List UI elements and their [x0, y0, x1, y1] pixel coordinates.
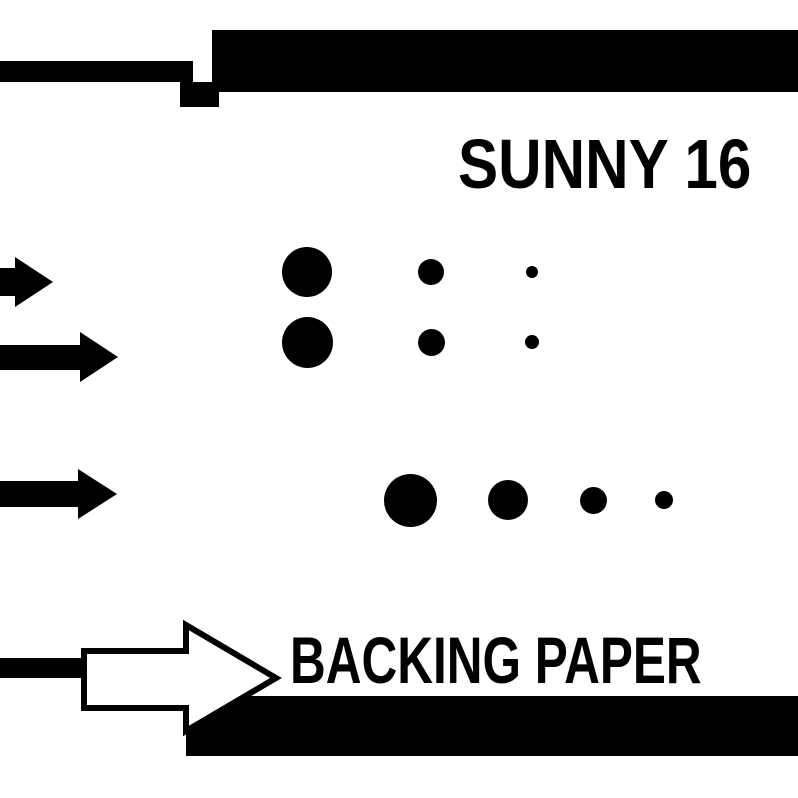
pinhole-dot	[282, 247, 332, 297]
light-ray-arrow-bottom-shaft	[0, 481, 80, 507]
backing-paper-label: BACKING PAPER	[290, 623, 702, 697]
pinhole-dot	[383, 473, 437, 527]
light-ray-arrow-bottom	[0, 469, 117, 519]
film-top-left-strip	[0, 61, 193, 82]
backing-paper-arrow-icon	[81, 619, 282, 737]
light-ray-arrow-top	[0, 257, 53, 307]
pinhole-dot	[526, 266, 538, 278]
light-ray-arrow-top-head-icon	[15, 257, 53, 307]
backing-paper-arrow-shape	[81, 619, 282, 737]
pinhole-dot	[488, 480, 528, 520]
backing-paper-lead-line	[0, 658, 85, 678]
pinhole-dot	[281, 316, 333, 368]
pinhole-dot	[655, 491, 673, 509]
light-ray-arrow-top-shaft	[0, 268, 17, 296]
light-ray-arrow-middle	[0, 332, 118, 382]
sunny16-label: SUNNY 16	[458, 125, 752, 203]
film-top-right-strip	[212, 30, 798, 92]
pinhole-dot	[417, 328, 445, 356]
light-ray-arrow-middle-head-icon	[80, 332, 118, 382]
pinhole-dot	[418, 259, 444, 285]
light-ray-arrow-middle-shaft	[0, 344, 82, 370]
pinhole-dot	[579, 486, 607, 514]
backing-paper-bottom-strip	[186, 696, 798, 756]
light-ray-arrow-bottom-head-icon	[78, 469, 117, 519]
pinhole-dot	[525, 335, 539, 349]
